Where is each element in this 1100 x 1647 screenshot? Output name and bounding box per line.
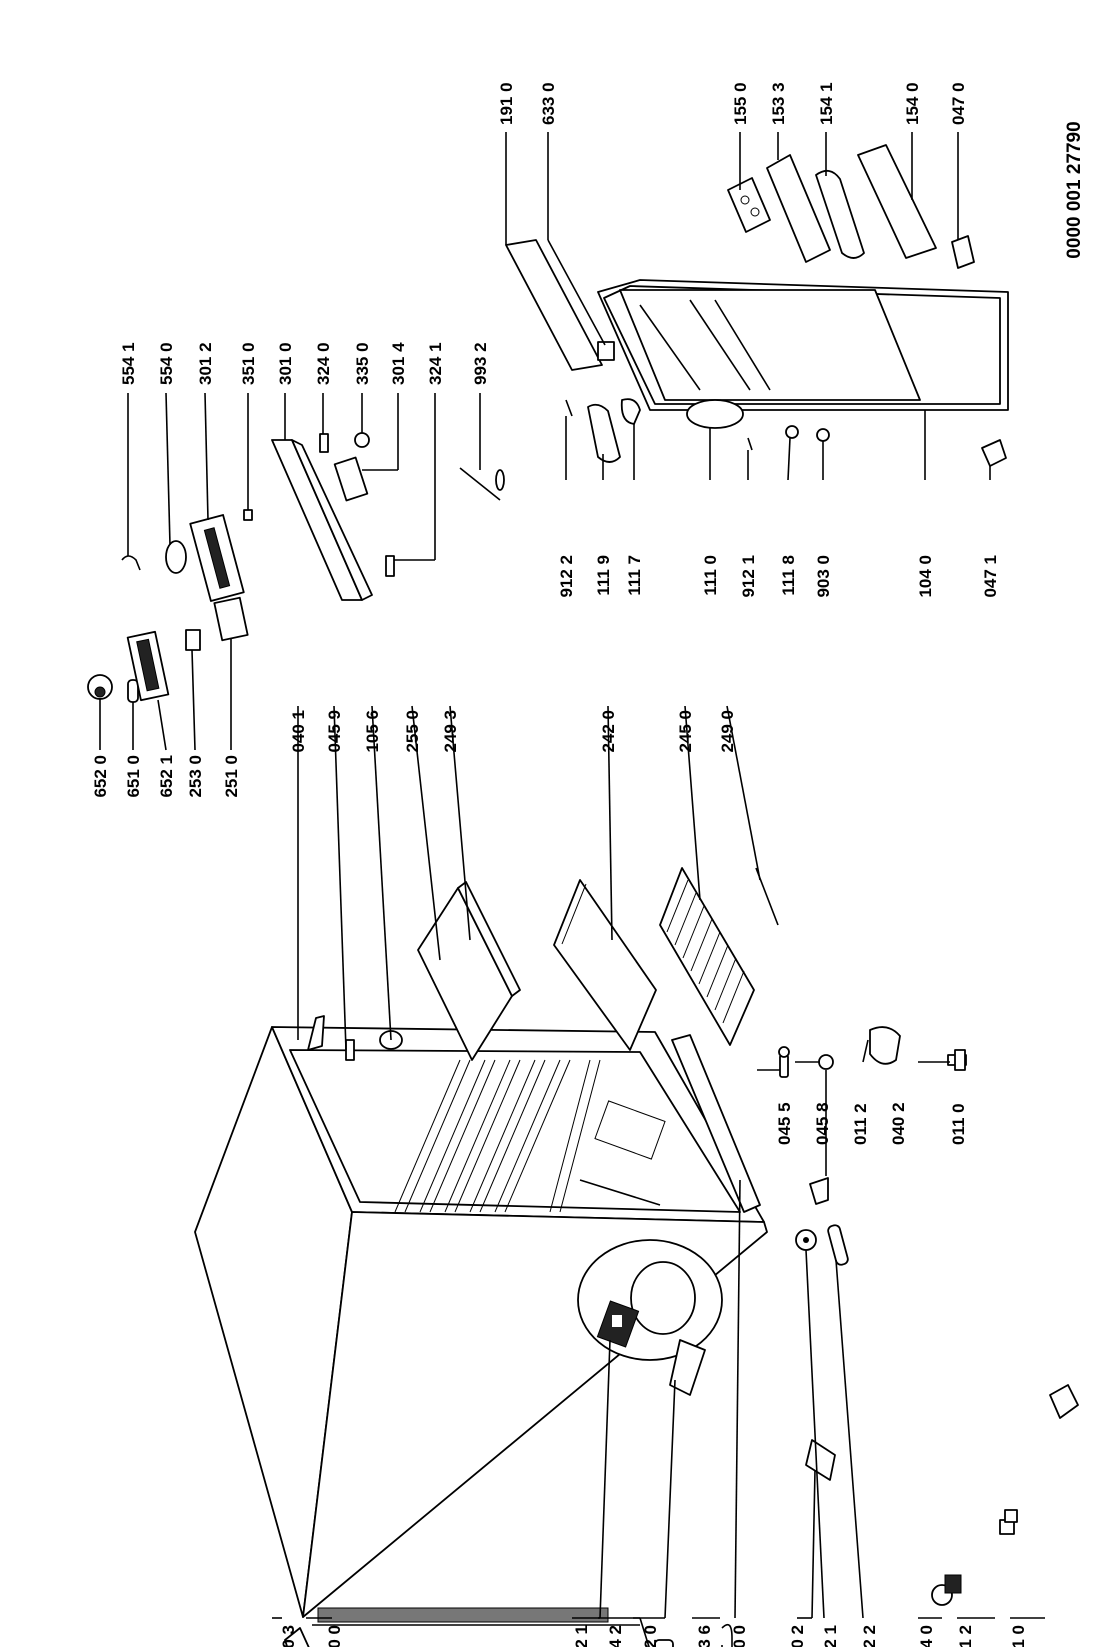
label-1110: 111 0 (701, 555, 720, 596)
compressor (577, 1239, 723, 1396)
label-2550: 255 0 (403, 710, 422, 753)
label-6140: 614 0 (917, 1625, 936, 1647)
label-1541: 154 1 (817, 82, 836, 125)
label-0459: 045 9 (325, 710, 344, 753)
label-3241: 324 1 (426, 342, 445, 385)
label-4020: 402 0 (641, 1625, 660, 1647)
parts-top-controls (87, 432, 505, 703)
label-0702: 070 2 (788, 1625, 807, 1647)
label-4910: 491 0 (1009, 1625, 1028, 1647)
label-4021: 402 1 (572, 1625, 591, 1647)
label-3510: 351 0 (239, 342, 258, 385)
label-1533: 153 3 (769, 82, 788, 125)
label-7403: 740 3 (279, 1625, 298, 1647)
label-2490: 249 0 (718, 710, 737, 753)
parts-lower-center (778, 1026, 967, 1205)
label-1910: 191 0 (497, 82, 516, 125)
label-5540: 554 0 (157, 342, 176, 385)
label-2420: 242 0 (599, 710, 618, 753)
label-1040: 104 0 (916, 555, 935, 598)
label-1550: 155 0 (731, 82, 750, 125)
label-0121: 012 1 (821, 1625, 840, 1647)
label-7836: 783 6 (695, 1625, 714, 1647)
label-2493: 249 3 (441, 710, 460, 753)
label-9121: 912 1 (739, 555, 758, 598)
document-reference: 0000 001 27790 (1064, 121, 1085, 258)
label-1119: 111 9 (594, 555, 613, 596)
label-5541: 554 1 (119, 342, 138, 385)
label-9932: 993 2 (471, 342, 490, 385)
label-9122: 912 2 (557, 555, 576, 598)
label-0455: 045 5 (775, 1102, 794, 1145)
label-6521: 652 1 (157, 755, 176, 798)
label-9030: 903 0 (814, 555, 833, 598)
label-3012: 301 2 (196, 342, 215, 385)
label-0122: 012 2 (860, 1625, 879, 1647)
door-shelves (727, 144, 975, 269)
parts-upper-center (307, 867, 779, 1061)
label-0470: 047 0 (949, 82, 968, 125)
label-6520: 652 0 (91, 755, 110, 798)
leader-lines (99, 132, 1045, 1647)
label-0458: 045 8 (813, 1102, 832, 1145)
label-0110: 011 0 (949, 1103, 968, 1145)
label-3350: 335 0 (353, 342, 372, 385)
label-1118: 111 8 (779, 555, 798, 596)
label-7642: 764 2 (606, 1625, 625, 1647)
label-0401: 040 1 (289, 710, 308, 753)
label-0471: 047 1 (981, 555, 1000, 598)
label-3014: 301 4 (389, 342, 408, 385)
label-7400: 740 0 (325, 1625, 344, 1647)
label-2450: 245 0 (676, 710, 695, 753)
label-5612: 561 2 (956, 1625, 975, 1647)
door-assembly (505, 239, 1009, 467)
label-3240: 324 0 (314, 342, 333, 385)
label-3010: 301 0 (276, 342, 295, 385)
label-2510: 251 0 (222, 755, 241, 798)
label-6330: 633 0 (539, 82, 558, 125)
label-2530: 253 0 (186, 755, 205, 798)
part-labels: 740 3 740 0 402 1 764 2 402 0 783 6 070 … (91, 82, 1028, 1647)
label-0402: 040 2 (889, 1102, 908, 1145)
label-1056: 105 6 (363, 710, 382, 753)
label-6510: 651 0 (124, 755, 143, 798)
label-1117: 111 7 (625, 555, 644, 596)
label-0112: 011 2 (851, 1103, 870, 1145)
label-0700: 070 0 (730, 1625, 749, 1647)
label-1540: 154 0 (903, 82, 922, 125)
